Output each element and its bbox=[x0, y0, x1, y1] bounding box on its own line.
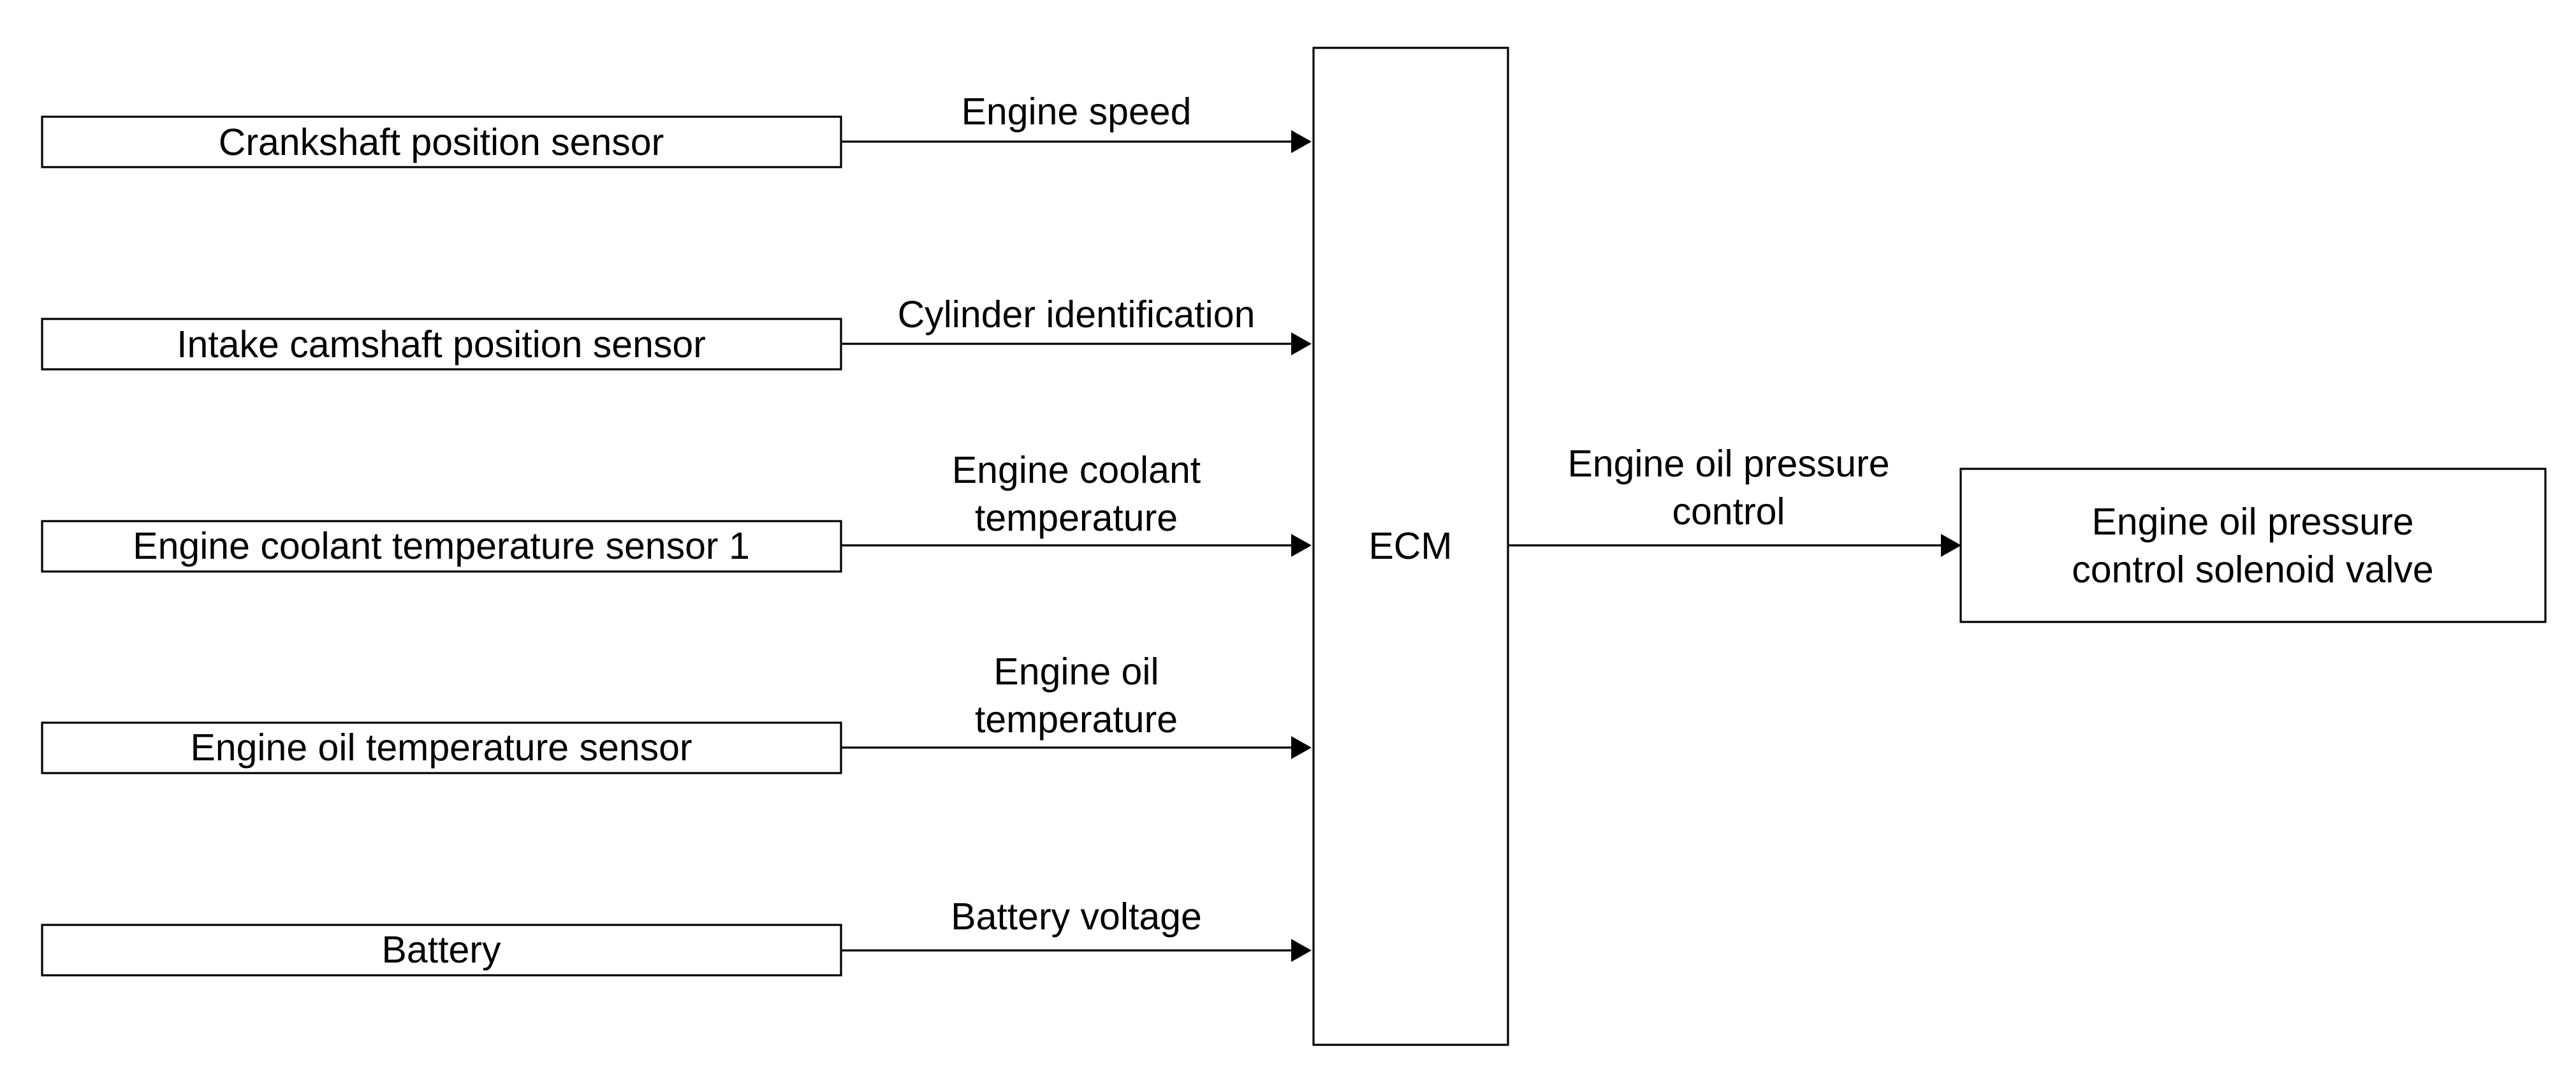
arrowhead bbox=[1941, 534, 1961, 557]
signal-engine-coolant-temperature: Engine coolant temperature bbox=[841, 449, 1312, 557]
signal-label-line-2: temperature bbox=[975, 698, 1178, 741]
output-label-line-2: control solenoid valve bbox=[2072, 549, 2433, 591]
arrowhead bbox=[1291, 332, 1312, 355]
input-box bbox=[41, 318, 842, 371]
signal-label-line-1: Engine oil bbox=[993, 651, 1159, 693]
arrowhead bbox=[1291, 534, 1312, 557]
input-intake-camshaft-position-sensor: Intake camshaft position sensor bbox=[41, 318, 842, 371]
input-box bbox=[41, 520, 842, 573]
input-crankshaft-position-sensor: Crankshaft position sensor bbox=[41, 115, 842, 168]
input-engine-coolant-temperature-sensor-1: Engine coolant temperature sensor 1 bbox=[41, 520, 842, 573]
signal-label: Engine speed bbox=[962, 91, 1192, 133]
output-engine-oil-pressure-control-solenoid-valve: Engine oil pressure control solenoid val… bbox=[1959, 468, 2547, 623]
arrowhead bbox=[1291, 130, 1312, 153]
signal-engine-oil-pressure-control: Engine oil pressure control bbox=[1508, 443, 1961, 557]
input-label: Engine coolant temperature sensor 1 bbox=[133, 525, 750, 567]
input-battery: Battery bbox=[41, 924, 842, 977]
ecm-label: ECM bbox=[1368, 525, 1452, 567]
input-box bbox=[41, 721, 842, 774]
signal-label-line-1: Engine coolant bbox=[952, 449, 1201, 491]
output-box bbox=[1959, 468, 2547, 623]
controller-ecm: ECM bbox=[1312, 47, 1509, 1046]
input-label: Battery bbox=[382, 929, 501, 971]
input-engine-oil-temperature-sensor: Engine oil temperature sensor bbox=[41, 721, 842, 774]
input-label: Engine oil temperature sensor bbox=[190, 727, 692, 769]
arrowhead bbox=[1291, 736, 1312, 759]
output-label-line-1: Engine oil pressure bbox=[2091, 501, 2413, 543]
input-box bbox=[41, 115, 842, 168]
signal-label-line-2: temperature bbox=[975, 497, 1178, 539]
signal-label: Cylinder identification bbox=[898, 293, 1255, 336]
input-label: Intake camshaft position sensor bbox=[177, 323, 706, 365]
arrowhead bbox=[1291, 939, 1312, 962]
signal-label-line-2: control bbox=[1672, 491, 1785, 533]
signal-battery-voltage: Battery voltage bbox=[841, 896, 1312, 962]
input-label: Crankshaft position sensor bbox=[219, 121, 664, 163]
ecm-box bbox=[1312, 47, 1509, 1046]
signal-cylinder-identification: Cylinder identification bbox=[841, 293, 1312, 355]
signal-engine-oil-temperature: Engine oil temperature bbox=[841, 651, 1312, 759]
signal-engine-speed: Engine speed bbox=[841, 91, 1312, 153]
signal-label-line-1: Engine oil pressure bbox=[1567, 443, 1889, 485]
signal-label: Battery voltage bbox=[951, 896, 1202, 938]
